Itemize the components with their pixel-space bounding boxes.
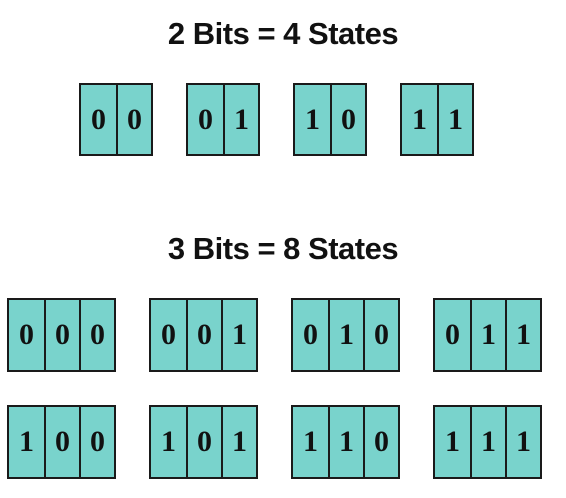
bit-cell: 0 bbox=[116, 85, 151, 154]
bit-cell: 0 bbox=[330, 85, 365, 154]
bit-cell: 1 bbox=[445, 425, 460, 458]
bit-cell: 0 bbox=[303, 318, 318, 351]
bit-cell: 1 bbox=[305, 102, 320, 136]
bit-cell: 1 bbox=[221, 300, 256, 370]
bit-cell: 1 bbox=[470, 407, 505, 477]
bit-cell: 0 bbox=[363, 300, 398, 370]
bit-cell: 1 bbox=[221, 407, 256, 477]
bit-cell: 1 bbox=[437, 85, 472, 154]
bit-cell: 0 bbox=[79, 300, 114, 370]
bit-cell: 1 bbox=[470, 300, 505, 370]
bit-cell: 0 bbox=[186, 407, 221, 477]
bit-cell: 0 bbox=[44, 407, 79, 477]
bit-cell: 1 bbox=[328, 407, 363, 477]
bit-cell: 1 bbox=[223, 85, 258, 154]
bit-cell: 0 bbox=[445, 318, 460, 351]
bit-cell: 0 bbox=[186, 300, 221, 370]
bit-cell: 0 bbox=[44, 300, 79, 370]
bit-cell: 1 bbox=[19, 425, 34, 458]
bit-cell: 1 bbox=[505, 300, 540, 370]
two-bits-title: 2 Bits = 4 States bbox=[167, 16, 399, 51]
bit-cell: 1 bbox=[161, 425, 176, 458]
bit-cell: 0 bbox=[198, 102, 213, 136]
bit-cell: 0 bbox=[79, 407, 114, 477]
bit-cell: 1 bbox=[505, 407, 540, 477]
three-bits-title: 3 Bits = 8 States bbox=[167, 231, 399, 266]
bit-cell: 0 bbox=[91, 102, 106, 136]
bit-cell: 0 bbox=[19, 318, 34, 351]
bit-cell: 1 bbox=[412, 102, 427, 136]
bit-cell: 1 bbox=[328, 300, 363, 370]
bit-cell: 0 bbox=[161, 318, 176, 351]
bit-cell: 0 bbox=[363, 407, 398, 477]
bit-cell: 1 bbox=[303, 425, 318, 458]
